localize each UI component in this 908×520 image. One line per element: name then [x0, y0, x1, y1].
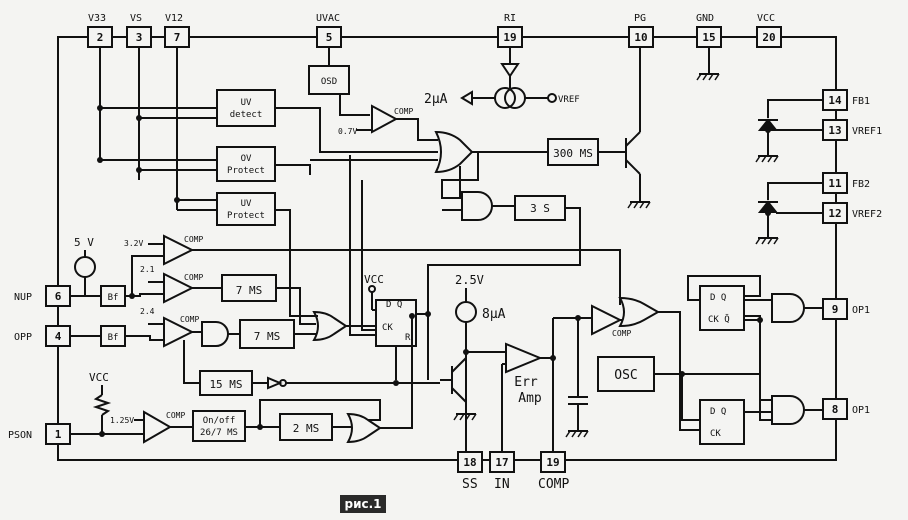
ref-3-2v: 3.2V: [124, 239, 143, 248]
pin-num-11: 11: [828, 177, 842, 190]
ff1-r: R: [405, 333, 411, 343]
flipflop-dq-ck: [699, 399, 745, 445]
pin-label-uvac: UVAC: [316, 13, 340, 24]
pin-label-v33: V33: [88, 13, 106, 24]
ff1-dq: D Q: [386, 300, 402, 310]
osd-label: OSD: [321, 77, 337, 87]
comp-label-5: COMP: [166, 411, 185, 420]
pin-num-5: 5: [326, 31, 333, 44]
bf1-label: Bf: [108, 293, 119, 303]
pin-label-vs: VS: [130, 13, 142, 24]
timer-15ms-label: 15 MS: [209, 378, 242, 391]
pin-label-v12: V12: [165, 13, 183, 24]
pin-label-comp: COMP: [538, 477, 569, 492]
supply-vcc-pson: VCC: [89, 371, 109, 384]
uv-detect-block: [216, 89, 276, 127]
supply-5v: 5 V: [74, 236, 94, 249]
pin-label-ss: SS: [462, 477, 478, 492]
ff2-ckq: CK Q̄: [708, 313, 730, 325]
comp-label-1: COMP: [394, 107, 413, 116]
comp-label-3: COMP: [184, 273, 203, 282]
comp-label-6: COMP: [612, 329, 631, 338]
comp-label-4: COMP: [180, 315, 199, 324]
uv-detect-label-1: UV: [241, 98, 252, 108]
ref-1-25v: 1.25V: [110, 416, 134, 425]
ref-2-1: 2.1: [140, 265, 155, 274]
pin-num-20: 20: [762, 31, 775, 44]
pin-label-op1-8: OP1: [852, 405, 870, 416]
pin-num-3: 3: [136, 31, 143, 44]
flipflop-dq-ckq: [699, 285, 745, 331]
timer-2ms-label: 2 MS: [293, 422, 320, 435]
pin-num-7: 7: [174, 31, 181, 44]
ref-0-7v: 0.7V: [338, 127, 357, 136]
timer-7ms-a-label: 7 MS: [236, 284, 263, 297]
osd-block: [308, 65, 350, 95]
pin-label-fb1: FB1: [852, 96, 870, 107]
ff1-ck: CK: [382, 323, 393, 333]
pin-label-vref2: VREF2: [852, 209, 882, 220]
onoff-label-1: On/off: [203, 416, 236, 426]
pin-num-19-ri: 19: [503, 31, 516, 44]
timer-3s-label: 3 S: [530, 202, 550, 215]
bf2-label: Bf: [108, 333, 119, 343]
pin-num-13: 13: [828, 124, 841, 137]
pin-num-4: 4: [55, 330, 62, 343]
pin-num-8: 8: [832, 403, 839, 416]
uv-protect-label-1: UV: [241, 199, 252, 209]
pin-num-14: 14: [828, 94, 842, 107]
pin-label-in: IN: [494, 477, 510, 492]
current-8ua: 8μA: [482, 307, 506, 322]
supply-2-5v: 2.5V: [455, 273, 484, 287]
pin-num-18: 18: [463, 456, 476, 469]
comp-label-2: COMP: [184, 235, 203, 244]
pin-num-10: 10: [634, 31, 647, 44]
uv-protect-label-2: Protect: [227, 211, 265, 221]
pin-num-19-comp: 19: [546, 456, 559, 469]
pin-label-ri: RI: [504, 13, 516, 24]
err-amp-label-2: Amp: [518, 391, 542, 406]
onoff-label-2: 26/7 MS: [200, 428, 238, 438]
ff3-dq: D Q: [710, 407, 726, 417]
ref-2-4: 2.4: [140, 307, 155, 316]
ov-protect-label-2: Protect: [227, 166, 265, 176]
ov-protect-label-1: OV: [241, 154, 252, 164]
pin-label-pson: PSON: [8, 430, 32, 441]
pin-label-gnd: GND: [696, 13, 714, 24]
pin-num-1: 1: [55, 428, 62, 441]
pin-label-nup: NUP: [14, 292, 32, 303]
pin-label-op1-9: OP1: [852, 305, 870, 316]
current-2ua: 2μA: [424, 92, 448, 107]
ref-vref: VREF: [558, 95, 580, 105]
pin-num-9: 9: [832, 303, 839, 316]
pin-label-opp: OPP: [14, 332, 32, 343]
timer-7ms-b-label: 7 MS: [254, 330, 281, 343]
uv-detect-label-2: detect: [230, 110, 263, 120]
pin-num-17: 17: [495, 456, 508, 469]
pin-num-12: 12: [828, 207, 841, 220]
ff3-ck: CK: [710, 429, 721, 439]
pin-num-6: 6: [55, 290, 62, 303]
timer-300ms-label: 300 MS: [553, 147, 593, 160]
pin-label-vcc: VCC: [757, 13, 775, 24]
figure-caption: рис.1: [340, 495, 386, 513]
err-amp-label-1: Err: [514, 375, 538, 390]
supply-vcc-ff: VCC: [364, 273, 384, 286]
ff2-dq: D Q: [710, 293, 726, 303]
pin-num-15: 15: [702, 31, 715, 44]
pin-label-fb2: FB2: [852, 179, 870, 190]
pin-num-2: 2: [97, 31, 104, 44]
pin-label-pg: PG: [634, 13, 646, 24]
pin-label-vref1: VREF1: [852, 126, 882, 137]
osc-label: OSC: [614, 368, 637, 383]
